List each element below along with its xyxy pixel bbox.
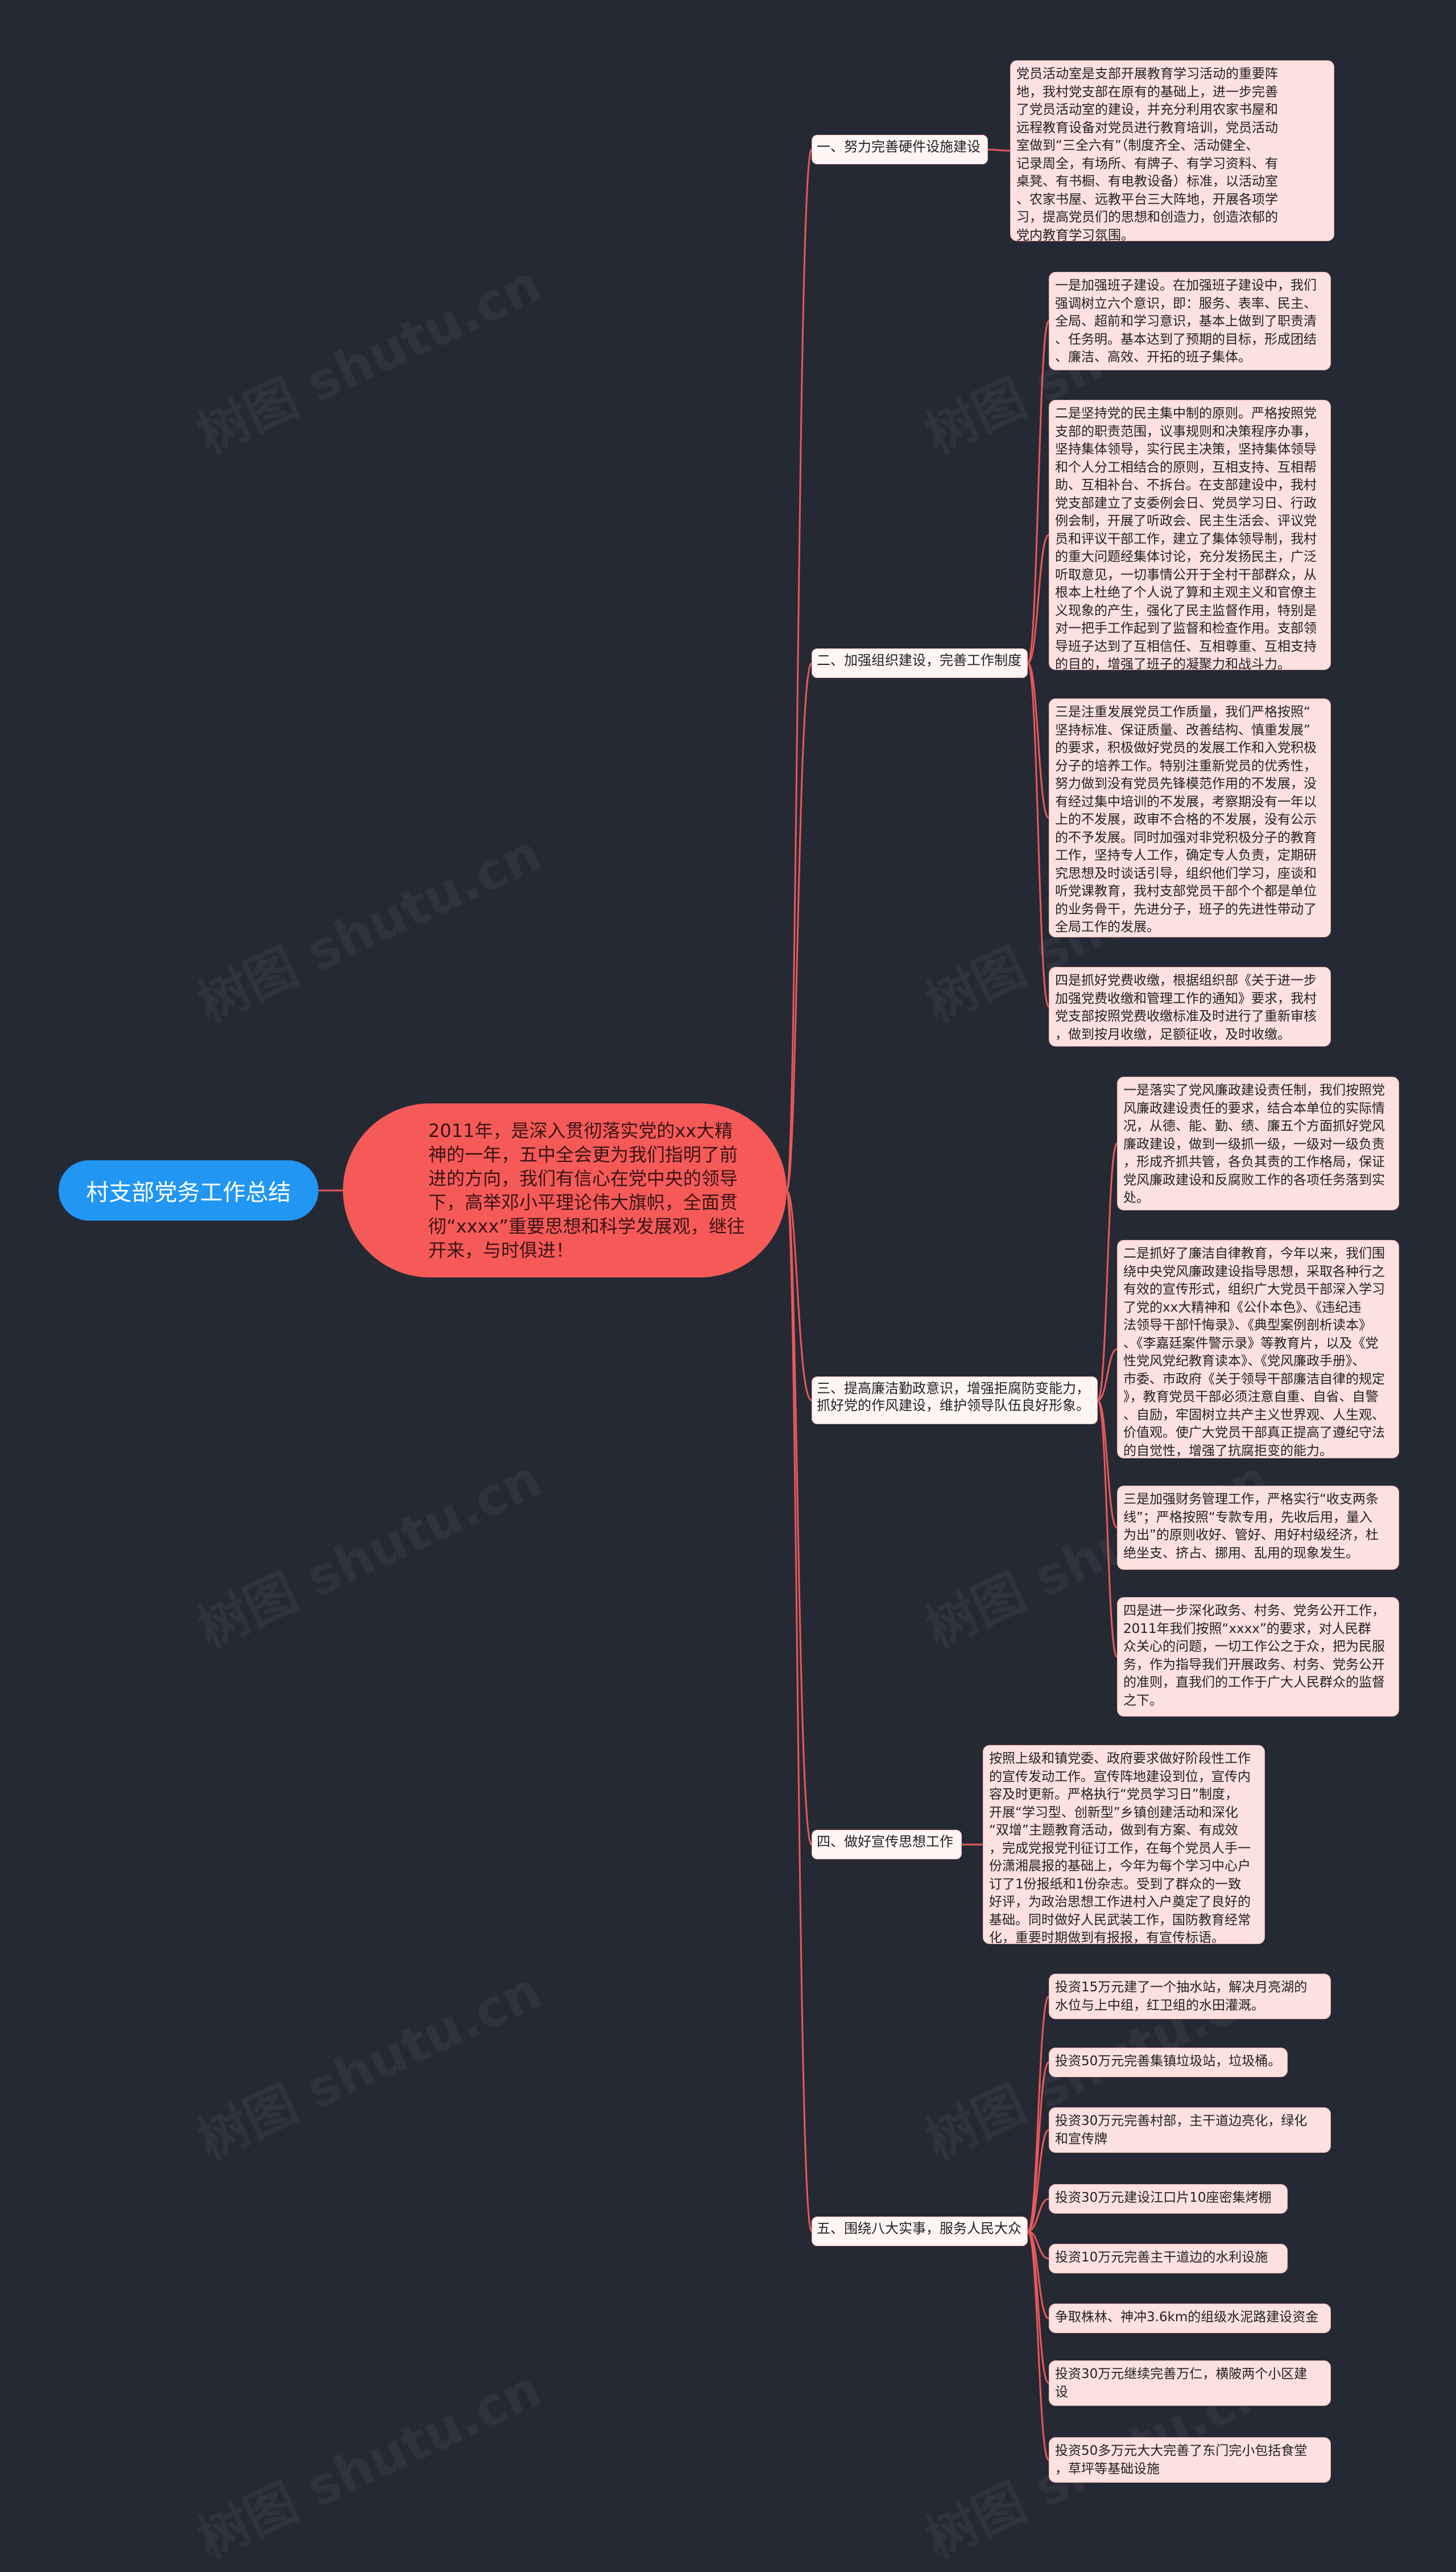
leaf-note-5-7[interactable]: 投资30万元继续完善万仁，横陂两个小区建 设	[1049, 2360, 1331, 2406]
leaf-note-5-3[interactable]: 投资30万元完善村部，主干道边亮化，绿化 和宣传牌	[1049, 2107, 1331, 2153]
leaf-note-3-4[interactable]: 四是进一步深化政务、村务、党务公开工作， 2011年我们按照“xxxx”的要求，…	[1117, 1597, 1399, 1717]
leaf-note-3-1[interactable]: 一是落实了党风廉政建设责任制，我们按照党 风廉政建设责任的要求，结合本单位的实际…	[1117, 1077, 1399, 1210]
leaf-note-3-3[interactable]: 三是加强财务管理工作，严格实行“收支两条 线”；严格按照“专款专用，先收后用，量…	[1117, 1486, 1399, 1570]
link-branch-2-to-leaf-1	[1027, 320, 1050, 664]
link-branch-5-to-leaf-2	[1027, 2061, 1050, 2232]
leaf-note-5-6[interactable]: 争取株林、神冲3.6km的组级水泥路建设资金	[1049, 2304, 1331, 2333]
leaf-note-5-2[interactable]: 投资50万元完善集镇垃圾站，垃圾桶。	[1049, 2048, 1288, 2077]
branch-topic-2[interactable]: 二、加强组织建设，完善工作制度	[812, 648, 1028, 678]
leaf-note-1-1[interactable]: 党员活动室是支部开展教育学习活动的重要阵 地，我村党支部在原有的基础上，进一步完…	[1010, 60, 1334, 241]
link-summary-to-branch-3	[785, 1189, 812, 1401]
summary-topic[interactable]: 2011年，是深入贯彻落实党的xx大精神的一年，五中全会更为我们指明了前进的方向…	[343, 1103, 787, 1277]
branch-topic-3[interactable]: 三、提高廉洁勤政意识，增强拒腐防变能力， 抓好党的作风建设，维护领导队伍良好形象…	[812, 1376, 1098, 1424]
leaf-note-2-3[interactable]: 三是注重发展党员工作质量，我们严格按照“ 坚持标准、保证质量、改善结构、慎重发展…	[1049, 698, 1331, 937]
branch-topic-1[interactable]: 一、努力完善硬件设施建设	[812, 135, 988, 164]
leaf-note-5-8[interactable]: 投资50多万元大大完善了东门完小包括食堂 ，草坪等基础设施	[1049, 2437, 1331, 2483]
branch-topic-5[interactable]: 五、围绕八大实事，服务人民大众	[812, 2217, 1028, 2246]
leaf-note-2-2[interactable]: 二是坚持党的民主集中制的原则。严格按照党 支部的职责范围，议事规则和决策程序办事…	[1049, 400, 1331, 670]
link-branch-1-to-leaf-1	[987, 148, 1011, 152]
link-branch-2-to-leaf-4	[1027, 662, 1050, 1008]
link-branch-3-to-leaf-4	[1097, 1399, 1118, 1658]
link-branch-5-to-leaf-8	[1027, 2230, 1050, 2461]
link-summary-to-branch-1	[785, 148, 813, 1192]
link-summary-to-branch-2	[785, 662, 813, 1192]
leaf-note-5-1[interactable]: 投资15万元建了一个抽水站，解决月亮湖的 水位与上中组，红卫组的水田灌溉。	[1049, 1974, 1331, 2019]
link-branch-2-to-leaf-3	[1027, 662, 1050, 819]
root-topic-label: 村支部党务工作总结	[86, 1180, 291, 1206]
link-branch-5-to-leaf-3	[1027, 2129, 1049, 2232]
link-branch-3-to-leaf-1	[1097, 1143, 1118, 1401]
branch-topic-4[interactable]: 四、做好宣传思想工作	[812, 1830, 962, 1859]
link-branch-3-to-leaf-2	[1097, 1348, 1118, 1401]
leaf-note-3-2[interactable]: 二是抓好了廉洁自律教育，今年以来，我们围 绕中央党风廉政建设指导思想，采取各种行…	[1117, 1240, 1399, 1458]
link-branch-5-to-leaf-5	[1027, 2230, 1049, 2260]
leaf-note-2-4[interactable]: 四是抓好党费收缴，根据组织部《关于进一步 加强党费收缴和管理工作的通知》要求，我…	[1049, 967, 1331, 1047]
root-topic[interactable]: 村支部党务工作总结	[59, 1160, 318, 1221]
link-branch-3-to-leaf-3	[1097, 1399, 1118, 1529]
leaf-note-4-1[interactable]: 按照上级和镇党委、政府要求做好阶段性工作 的宣传发动工作。宣传阵地建设到位，宣传…	[983, 1745, 1265, 1944]
summary-topic-text: 2011年，是深入贯彻落实党的xx大精神的一年，五中全会更为我们指明了前进的方向…	[428, 1120, 745, 1261]
leaf-note-2-1[interactable]: 一是加强班子建设。在加强班子建设中，我们 强调树立六个意识，即：服务、表率、民主…	[1049, 272, 1331, 370]
link-branch-2-to-leaf-2	[1027, 534, 1049, 664]
link-summary-to-branch-5	[785, 1189, 813, 2232]
link-branch-5-to-leaf-4	[1027, 2198, 1049, 2232]
leaf-note-5-5[interactable]: 投资10万元完善主干道边的水利设施	[1049, 2244, 1288, 2273]
leaf-note-5-4[interactable]: 投资30万元建设江口片10座密集烤棚	[1049, 2184, 1288, 2214]
